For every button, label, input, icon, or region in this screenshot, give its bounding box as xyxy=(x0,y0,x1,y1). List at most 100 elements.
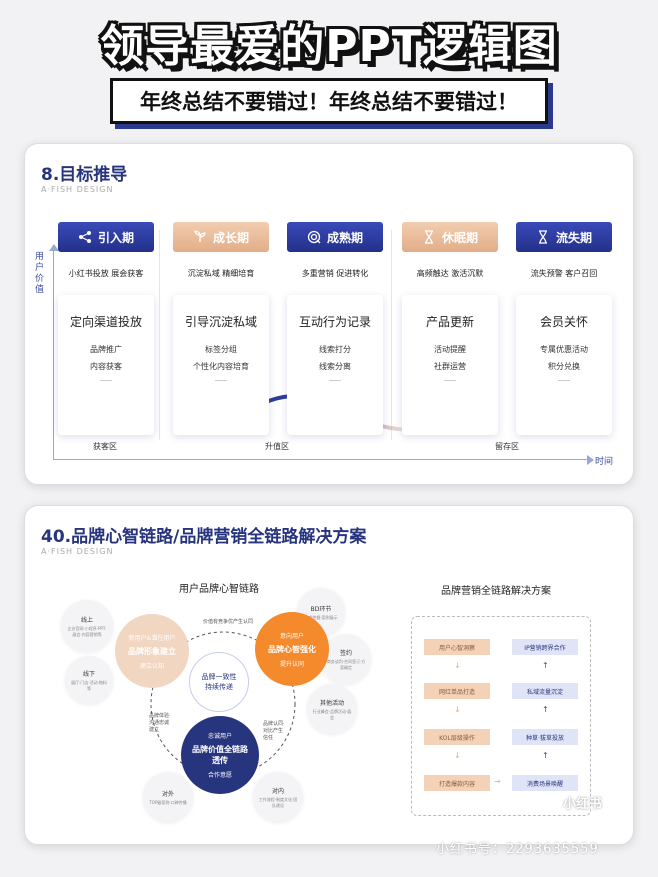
stage-card-title: 互动行为记录 xyxy=(298,315,371,329)
stage-card-item: 个性化内容培育 xyxy=(193,362,249,371)
card-subtitle: A·FISH DESIGN xyxy=(41,185,114,194)
hourglass-icon xyxy=(538,230,547,244)
stage-card: 引导沉淀私域 标签分组 个性化内容培育 xyxy=(173,295,269,435)
stage-card: 会员关怀 专属优惠活动 积分兑换 xyxy=(516,295,612,435)
divider xyxy=(100,380,112,381)
stage-label: 成长期 xyxy=(212,230,249,245)
stage-dormant-button[interactable]: 休眠期 xyxy=(402,222,498,252)
stage-tag: 沉淀私域 精细培育 xyxy=(187,269,255,278)
stage-tag: 高频触达 激活沉默 xyxy=(416,269,484,278)
x-axis-label: 时间 xyxy=(595,457,614,467)
step-box: 打造爆款内容 xyxy=(424,775,490,791)
stage-card-item: 活动提醒 xyxy=(434,345,466,354)
bubble-brand-mind: 意向用户 品牌心智强化 提升认同 xyxy=(255,612,329,686)
arrow-label: 价值有竞争优产生认同 xyxy=(203,619,254,625)
solution-panel: 用户心智洞察 ↓ 网红单品打造 ↓ KOL层级操作 ↓ 打造爆款内容 IP营销跨… xyxy=(411,616,591,816)
stage-card-item: 内容获客 xyxy=(90,362,122,371)
step-box: KOL层级操作 xyxy=(424,729,490,745)
page-headline: 领导最爱的PPT逻辑图 xyxy=(100,21,558,72)
touchpoint-online: 线上企业官网·小程序·PPT·展会·内容营销等 xyxy=(61,600,113,652)
stage-dormant: 休眠期 高频触达 激活沉默 产品更新 活动提醒 社群运营 xyxy=(402,222,498,435)
zone-separator xyxy=(159,230,160,440)
stage-card-item: 品牌推广 xyxy=(90,345,122,354)
stage-tag: 小红书投放 展会获客 xyxy=(68,269,144,278)
touchpoint-bd: BD环节需求挖掘·案例展示 xyxy=(297,588,345,636)
stage-card-item: 标签分组 xyxy=(205,345,237,354)
up-arrow-icon: ↑ xyxy=(542,661,549,670)
stage-card-item: 专属优惠活动 xyxy=(540,345,588,354)
stage-card-title: 会员关怀 xyxy=(539,315,588,329)
stage-card-item: 社群运营 xyxy=(434,362,466,371)
stage-growth-button[interactable]: 成长期 xyxy=(173,222,269,252)
step-box: 用户心智洞察 xyxy=(424,639,490,655)
stage-label: 成熟期 xyxy=(326,230,363,245)
stage-card-title: 产品更新 xyxy=(425,315,474,329)
right-section-title: 品牌营销全链路解决方案 xyxy=(441,586,551,597)
step-box: IP营销跨界合作 xyxy=(512,639,578,655)
left-section-title: 用户品牌心智链路 xyxy=(179,584,259,595)
stage-label: 休眠期 xyxy=(441,230,478,245)
growth-icon xyxy=(194,230,206,242)
stage-tag: 多重营销 促进转化 xyxy=(301,269,369,278)
stage-card-title: 引导沉淀私域 xyxy=(184,315,257,329)
touchpoint-sign: 签约商务谈判·合同签订·方案确定 xyxy=(321,634,371,684)
x-axis xyxy=(53,459,588,460)
up-arrow-icon: ↑ xyxy=(542,751,549,760)
arrow-label: 品牌认同·对比产生信任 xyxy=(263,721,285,741)
stage-card: 产品更新 活动提醒 社群运营 xyxy=(402,295,498,435)
share-icon xyxy=(78,231,91,243)
zone-separator xyxy=(391,230,392,440)
up-arrow-icon: ↑ xyxy=(542,705,549,714)
down-arrow-icon: ↓ xyxy=(454,705,461,714)
bubble-brand-value: 忠诚用户 品牌价值全链路透传 合作意愿 xyxy=(181,716,259,794)
zone-label: 获客区 xyxy=(93,442,117,451)
stage-mature-button[interactable]: 成熟期 xyxy=(287,222,383,252)
divider xyxy=(215,380,227,381)
card-subtitle: A·FISH DESIGN xyxy=(41,547,114,556)
stage-card-item: 线索打分 xyxy=(319,345,351,354)
step-box: 种草·拔草投放 xyxy=(512,729,578,745)
card-title: 40.品牌心智链路/品牌营销全链路解决方案 xyxy=(41,527,367,547)
y-axis-label: 用户价值 xyxy=(35,252,45,295)
cycle-ring xyxy=(150,631,296,777)
x-axis-arrow xyxy=(587,455,594,465)
divider xyxy=(329,380,341,381)
bubble-brand-image: 新用户&潜在用户 品牌形象建立 建立认知 xyxy=(115,614,189,688)
target-derivation-card: 8.目标推导 A·FISH DESIGN 用户价值 时间 引入期 小红书投放 展… xyxy=(24,143,634,485)
arrow-label: 品牌体验·沟通忠诚建立 xyxy=(149,713,171,733)
target-icon xyxy=(307,230,321,244)
stage-card-item: 线索分离 xyxy=(319,362,351,371)
step-box: 网红单品打造 xyxy=(424,683,490,699)
stage-card: 互动行为记录 线索打分 线索分离 xyxy=(287,295,383,435)
stage-label: 引入期 xyxy=(97,230,134,245)
stage-intro-button[interactable]: 引入期 xyxy=(58,222,154,252)
bubble-core: 品牌一致性持续传递 xyxy=(189,652,249,712)
touchpoint-events: 其他活动行业峰会·品牌活动·展会 xyxy=(307,684,357,734)
touchpoint-internal: 对内工作流程·制度文化·团队建设 xyxy=(253,772,303,822)
stage-tag: 流失预警 客户召回 xyxy=(530,269,598,278)
down-arrow-icon: ↓ xyxy=(454,661,461,670)
divider xyxy=(558,380,570,381)
stage-label: 流失期 xyxy=(555,230,592,245)
stage-card-title: 定向渠道投放 xyxy=(69,315,142,329)
stage-churn: 流失期 流失预警 客户召回 会员关怀 专属优惠活动 积分兑换 xyxy=(516,222,612,435)
touchpoint-offline: 线下展厅·门店·活动·物料等 xyxy=(65,656,113,704)
right-arrow-icon: → xyxy=(494,777,501,786)
step-box: 私域流量沉淀 xyxy=(512,683,578,699)
subtitle-banner: 年终总结不要错过！年终总结不要错过！ xyxy=(110,78,548,124)
stage-growth: 成长期 沉淀私域 精细培育 引导沉淀私域 标签分组 个性化内容培育 xyxy=(173,222,269,435)
stage-mature: 成熟期 多重营销 促进转化 互动行为记录 线索打分 线索分离 xyxy=(287,222,383,435)
divider xyxy=(444,380,456,381)
watermark-logo: 小红书 xyxy=(563,797,603,812)
hourglass-icon xyxy=(424,230,433,244)
step-box: 消费场景唤醒 xyxy=(512,775,578,791)
card-title: 8.目标推导 xyxy=(41,165,128,185)
stage-intro: 引入期 小红书投放 展会获客 定向渠道投放 品牌推广 内容获客 xyxy=(58,222,154,435)
watermark-text: 小红书号：2293635559 xyxy=(436,842,599,857)
y-axis-arrow xyxy=(49,244,59,251)
stage-churn-button[interactable]: 流失期 xyxy=(516,222,612,252)
zone-label: 升值区 xyxy=(265,442,289,451)
y-axis xyxy=(53,248,54,460)
down-arrow-icon: ↓ xyxy=(454,751,461,760)
